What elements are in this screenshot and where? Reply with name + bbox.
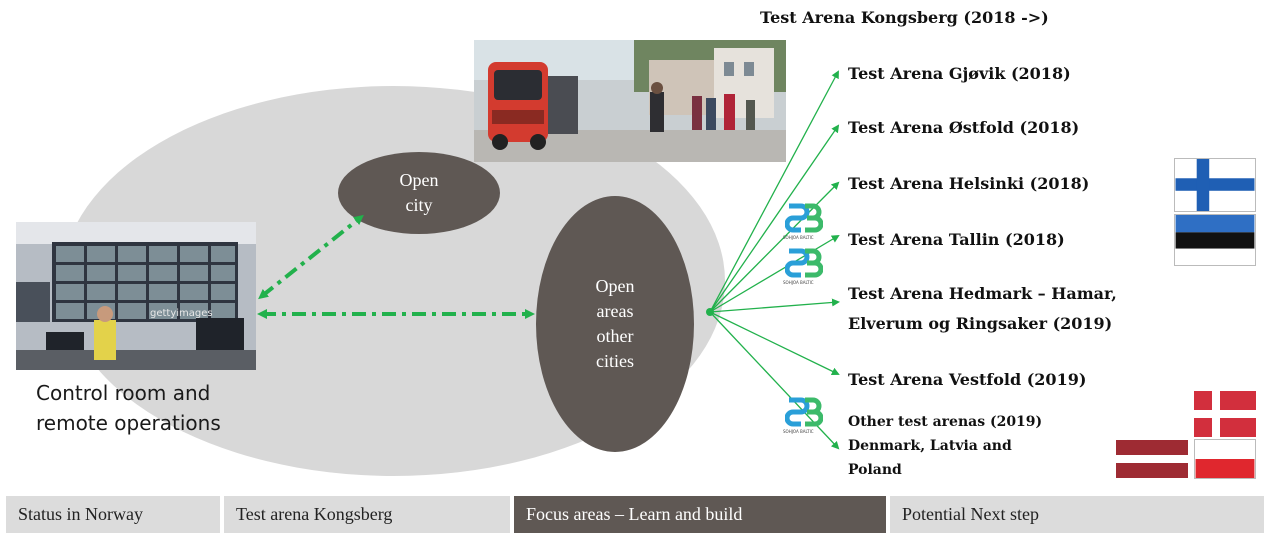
arena-ostfold: Test Arena Østfold (2018) xyxy=(848,118,1080,137)
tab-test-arena-kongsberg[interactable]: Test arena Kongsberg xyxy=(224,496,510,533)
denmark-flag-icon xyxy=(1194,391,1256,437)
tab-status-in-norway[interactable]: Status in Norway xyxy=(6,496,220,533)
sohjoa-baltic-logo: SOHJOA BALTIC xyxy=(783,202,824,246)
other-arenas-line2: Denmark, Latvia and xyxy=(848,438,1012,454)
open-areas-label: Open areas other cities xyxy=(595,275,635,372)
latvia-flag-icon xyxy=(1116,440,1188,478)
arena-gjovik: Test Arena Gjøvik (2018) xyxy=(848,64,1071,83)
arrow-control-to-open-city xyxy=(258,214,364,300)
tab-potential-next-step[interactable]: Potential Next step xyxy=(890,496,1264,533)
tab-focus-areas[interactable]: Focus areas – Learn and build xyxy=(514,496,886,533)
open-areas-node: Open areas other cities xyxy=(536,196,694,452)
arena-helsinki: Test Arena Helsinki (2018) xyxy=(848,174,1090,193)
estonia-flag-icon xyxy=(1174,214,1256,266)
poland-flag-icon xyxy=(1194,439,1256,479)
arena-vestfold: Test Arena Vestfold (2019) xyxy=(848,370,1087,389)
sohjoa-baltic-logo: SOHJOA BALTIC xyxy=(783,396,824,440)
finland-flag-icon xyxy=(1174,158,1256,212)
logo-label: SOHJOA BALTIC xyxy=(783,429,814,434)
arena-hedmark-line1: Test Arena Hedmark – Hamar, xyxy=(848,284,1117,303)
arena-tallin: Test Arena Tallin (2018) xyxy=(848,230,1065,249)
logo-label: SOHJOA BALTIC xyxy=(783,235,814,240)
arrow-vestfold xyxy=(709,311,840,375)
fan-origin-dot xyxy=(706,308,714,316)
shuttle-bus-photo xyxy=(474,40,786,162)
photo-watermark: gettyimages xyxy=(150,308,213,319)
control-room-photo: gettyimages xyxy=(16,222,256,370)
arena-hedmark-line2: Elverum og Ringsaker (2019) xyxy=(848,314,1113,333)
arrow-gjovik xyxy=(709,70,839,313)
sohjoa-baltic-logo: SOHJOA BALTIC xyxy=(783,247,824,291)
open-city-node: Open city xyxy=(338,152,500,234)
arrow-ostfold xyxy=(709,124,840,313)
other-arenas-line1: Other test arenas (2019) xyxy=(848,414,1043,430)
title-test-arena-kongsberg: Test Arena Kongsberg (2018 ->) xyxy=(760,8,1049,27)
arrow-tallin xyxy=(709,234,840,313)
open-city-label: Open city xyxy=(399,169,439,215)
arrow-hedmark xyxy=(709,298,840,313)
logo-label: SOHJOA BALTIC xyxy=(783,280,814,285)
control-room-caption: Control room and remote operations xyxy=(36,381,221,435)
other-arenas-line3: Poland xyxy=(848,462,902,478)
